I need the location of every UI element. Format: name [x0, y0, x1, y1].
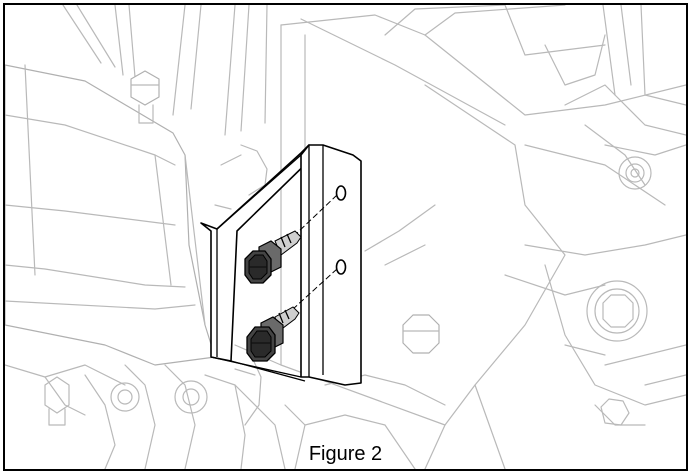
background-machinery	[5, 5, 686, 469]
alignment-lines	[292, 194, 338, 310]
lower-bolt	[246, 306, 300, 362]
figure-frame: Figure 2	[3, 3, 688, 471]
figure-caption: Figure 2	[308, 443, 383, 465]
assembly-illustration	[5, 5, 686, 469]
upper-bolt	[244, 230, 302, 284]
mounting-bracket	[200, 144, 362, 386]
